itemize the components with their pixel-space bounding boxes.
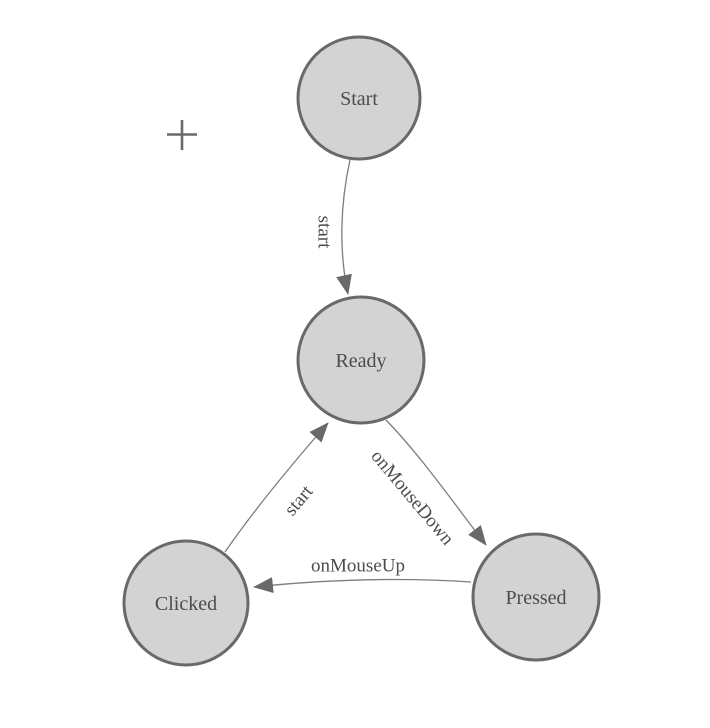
edge-clicked-to-ready[interactable]: start bbox=[224, 422, 329, 553]
edge-pressed-to-clicked[interactable]: onMouseUp bbox=[253, 556, 472, 594]
edge-label-clicked-to-ready: start bbox=[280, 481, 318, 520]
node-label-clicked: Clicked bbox=[155, 593, 217, 615]
node-circle-clicked[interactable] bbox=[122, 539, 250, 667]
node-start[interactable]: Start bbox=[296, 35, 422, 161]
edge-path-start-to-ready[interactable] bbox=[336, 159, 352, 295]
node-label-start: Start bbox=[340, 88, 378, 110]
edge-label-ready-to-pressed: onMouseDown bbox=[366, 446, 458, 550]
edge-path-clicked-to-ready[interactable] bbox=[224, 422, 329, 553]
node-circle-start[interactable] bbox=[296, 35, 422, 161]
edge-ready-to-pressed[interactable]: onMouseDown bbox=[366, 419, 487, 550]
node-pressed[interactable]: Pressed bbox=[471, 532, 601, 662]
edge-path-ready-to-pressed[interactable] bbox=[385, 419, 487, 546]
edge-label-start-to-ready: start bbox=[313, 216, 334, 249]
node-ready[interactable]: Ready bbox=[296, 295, 426, 425]
edge-start-to-ready[interactable]: start bbox=[313, 159, 352, 295]
node-label-pressed: Pressed bbox=[505, 587, 566, 609]
node-circle-pressed[interactable] bbox=[471, 532, 601, 662]
crosshair-icon bbox=[167, 120, 197, 150]
node-label-ready: Ready bbox=[335, 350, 386, 372]
edge-path-pressed-to-clicked[interactable] bbox=[253, 577, 472, 594]
node-clicked[interactable]: Clicked bbox=[122, 539, 250, 667]
edge-label-pressed-to-clicked: onMouseUp bbox=[311, 556, 405, 577]
node-circle-ready[interactable] bbox=[296, 295, 426, 425]
